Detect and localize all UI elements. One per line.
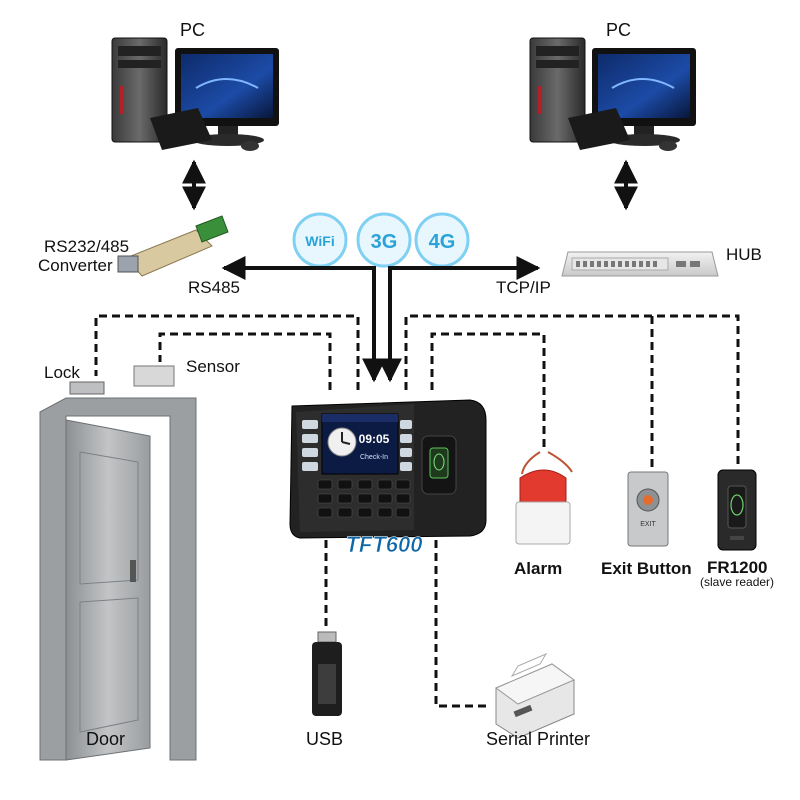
fingerprint-sensor-icon <box>429 447 449 479</box>
fr1200-label: FR1200 <box>707 558 767 577</box>
usb-drive-icon <box>312 631 342 716</box>
device-status: Check-In <box>360 454 388 461</box>
alarm-siren-icon <box>515 451 573 545</box>
door-icon <box>39 365 197 761</box>
device-time: 09:05 <box>359 432 390 446</box>
tcpip-label: TCP/IP <box>496 278 551 297</box>
wifi-badge-text: WiFi <box>305 233 334 249</box>
pc-right-label: PC <box>606 20 631 40</box>
3g-badge: 3G <box>356 212 412 268</box>
3g-badge-text: 3G <box>371 231 398 253</box>
wifi-badge: WiFi <box>292 212 348 268</box>
serial-printer-icon <box>494 652 576 739</box>
usb-label: USB <box>306 729 343 749</box>
fr1200-reader-icon <box>717 469 757 551</box>
sensor-label: Sensor <box>186 357 240 376</box>
exit-plate-text: EXIT <box>640 521 656 528</box>
exit-button-icon: EXIT <box>627 471 669 547</box>
rs485-label: RS485 <box>188 278 240 297</box>
device-model-label: TFT600 <box>345 532 423 557</box>
exit-button-label: Exit Button <box>601 559 692 578</box>
alarm-label: Alarm <box>514 559 562 578</box>
pc-left-label: PC <box>180 20 205 40</box>
lock-label: Lock <box>44 363 80 382</box>
pc-right-icon <box>529 37 696 151</box>
converter-icon <box>117 215 229 277</box>
4g-badge: 4G <box>414 212 470 268</box>
converter-label-line2: Converter <box>38 256 113 275</box>
comm-lines <box>221 256 541 383</box>
wiring-dashed <box>94 314 740 708</box>
serial-printer-label: Serial Printer <box>486 729 590 749</box>
keypad <box>317 479 411 518</box>
4g-badge-text: 4G <box>429 231 456 253</box>
hub-icon <box>561 251 719 277</box>
pc-left-icon <box>111 37 279 151</box>
tft600-device: 09:05 Check-In <box>289 399 487 539</box>
hub-label: HUB <box>726 245 762 264</box>
door-label: Door <box>86 729 125 749</box>
converter-label-line1: RS232/485 <box>44 237 129 256</box>
fr1200-sub-label: (slave reader) <box>700 575 774 589</box>
